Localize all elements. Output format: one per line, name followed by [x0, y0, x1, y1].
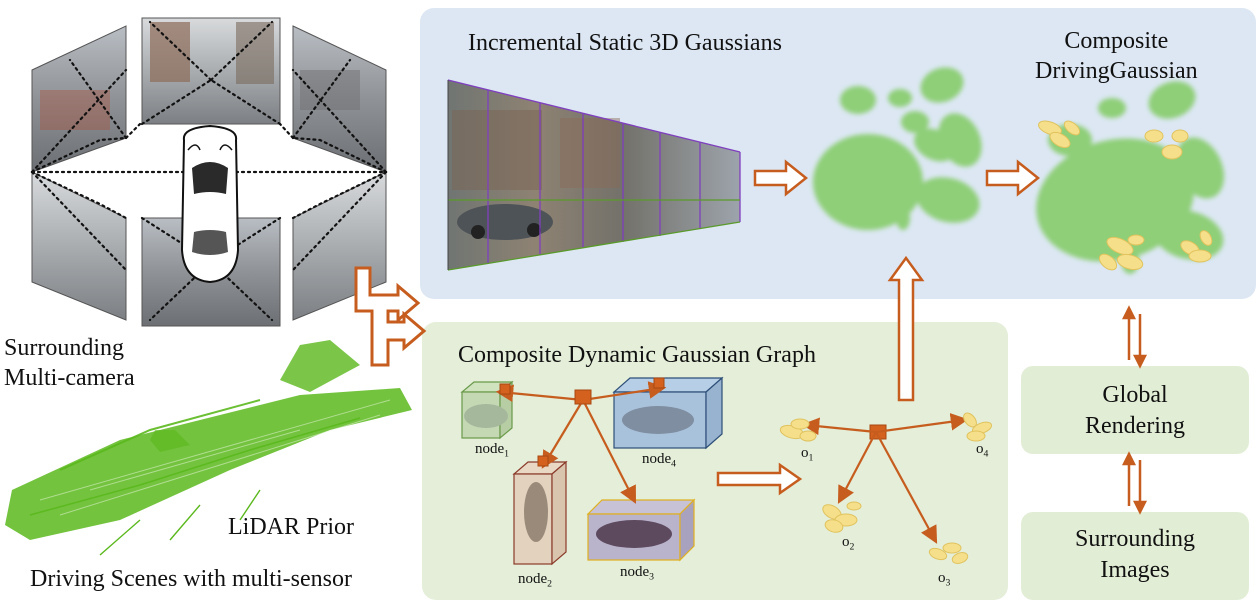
- object-label-3: o3: [938, 570, 951, 589]
- composite-title-line1: Composite: [1064, 28, 1169, 54]
- static-frustum: [447, 79, 741, 271]
- object-label-2: o2: [842, 534, 855, 553]
- composite-title-line2: DrivingGaussian: [1035, 58, 1198, 84]
- surrounding-camera-label: Surrounding Multi-camera: [4, 333, 135, 393]
- global-rendering-box: [1021, 366, 1249, 454]
- graph-title: Composite Dynamic Gaussian Graph: [458, 342, 816, 368]
- graph-edges-left: [495, 381, 667, 504]
- arrow-graph-to-objects: [716, 462, 803, 496]
- surrounding-camera-line1: Surrounding: [4, 335, 124, 361]
- static-gaussians: [813, 67, 982, 230]
- graph-edges-right: [801, 413, 969, 544]
- object-gaussians: [779, 412, 993, 564]
- surrounding-camera-line2: Multi-camera: [4, 365, 135, 391]
- car-top-view: [180, 124, 240, 284]
- arrow-gaussians-to-composite: [985, 159, 1041, 197]
- input-hollow-arrow: [354, 266, 427, 367]
- node-box-4: [612, 376, 724, 450]
- node-label-1: node1: [475, 441, 510, 460]
- composite-title: Composite DrivingGaussian: [1035, 26, 1198, 86]
- bidirectional-arrows-top: [1121, 305, 1148, 369]
- node-label-4: node4: [642, 451, 677, 470]
- node-box-1: [460, 380, 514, 440]
- camera-rig: [30, 17, 388, 327]
- node-box-2: [512, 460, 568, 566]
- object-label-4: o4: [976, 441, 989, 460]
- surrounding-images-label: Surrounding Images: [1029, 524, 1241, 586]
- surrounding-images-box: [1021, 512, 1249, 600]
- node-label-3: node3: [620, 564, 655, 583]
- global-rendering-label: Global Rendering: [1029, 380, 1241, 442]
- bidirectional-arrows-bottom: [1121, 451, 1148, 515]
- camera-image-back-left: [31, 171, 127, 321]
- surrounding-images-line1: Surrounding: [1075, 526, 1195, 552]
- node-box-3: [586, 498, 696, 562]
- lidar-point-cloud: [5, 340, 412, 556]
- arrow-graph-to-gaussians: [887, 255, 925, 402]
- arrow-frustum-to-gaussians: [753, 159, 809, 197]
- node-label-2: node2: [518, 571, 553, 590]
- driving-scenes-caption: Driving Scenes with multi-sensor: [30, 566, 352, 592]
- global-rendering-line1: Global: [1102, 382, 1168, 408]
- global-rendering-line2: Rendering: [1085, 413, 1185, 440]
- surrounding-images-line2: Images: [1100, 557, 1170, 584]
- graph-panel: [422, 322, 1008, 600]
- static-gaussians-title: Incremental Static 3D Gaussians: [468, 30, 782, 56]
- lidar-label: LiDAR Prior: [228, 514, 354, 540]
- object-label-1: o1: [801, 445, 814, 464]
- composite-gaussians: [1036, 81, 1225, 274]
